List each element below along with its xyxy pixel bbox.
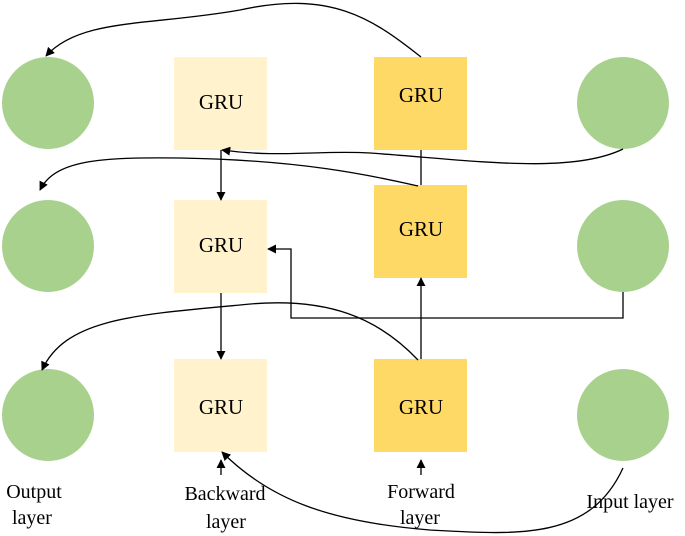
backward-gru-top-label: GRU [199, 90, 243, 114]
forward-gru-box-bottom [374, 359, 467, 452]
forward-gru-top-label: GRU [399, 83, 443, 107]
output-node-middle [2, 200, 94, 292]
backward-gru-box-middle [174, 200, 267, 293]
output-node-bottom [2, 369, 94, 461]
forward-gru-bottom-label: GRU [399, 395, 443, 419]
input-top-to-backward-top-arrow [221, 146, 624, 165]
forward-gru-middle-label: GRU [399, 217, 443, 241]
backward-gru-box-bottom [174, 359, 267, 452]
forward-gru-box-middle [374, 185, 467, 278]
forward-bottom-to-output-bottom-arrow [41, 302, 419, 371]
backward-gru-middle-label: GRU [199, 233, 243, 257]
backward-layer-caption-line1: Backward [184, 483, 265, 505]
output-layer-caption-line2: layer [12, 507, 52, 529]
backward-layer-caption-line2: layer [206, 511, 246, 533]
forward-layer-caption-line1: Forward [387, 481, 455, 503]
forward-layer-caption-line2: layer [400, 507, 440, 529]
input-node-middle [577, 200, 669, 292]
backward-gru-bottom-label: GRU [199, 395, 243, 419]
input-node-bottom [577, 369, 669, 461]
input-middle-to-backward-middle-arrow [267, 244, 624, 319]
output-node-top [2, 57, 94, 149]
input-bottom-to-backward-bottom-arrow [221, 451, 624, 534]
input-layer-caption: Input layer [586, 491, 674, 513]
input-node-top [577, 57, 669, 149]
forward-gru-box-top [374, 57, 467, 150]
forward-middle-to-output-middle-arrow [39, 157, 419, 191]
output-layer-caption-line1: Output [6, 481, 62, 503]
backward-gru-box-top [174, 57, 267, 150]
forward-top-to-output-top-arrow [45, 2, 422, 58]
